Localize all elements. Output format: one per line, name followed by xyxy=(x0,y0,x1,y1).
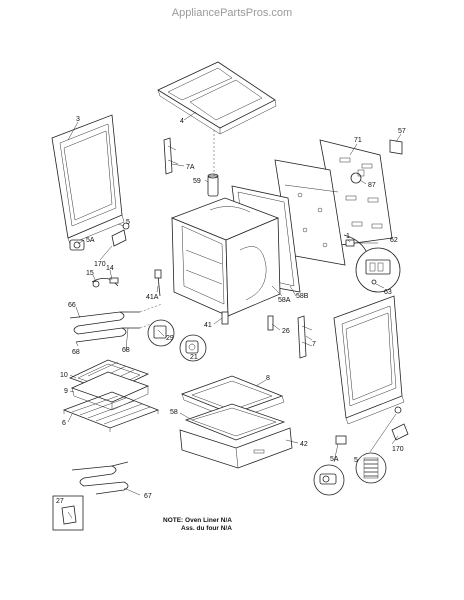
callout-87: 87 xyxy=(368,182,376,189)
callout-67: 67 xyxy=(144,493,152,500)
leader-lines xyxy=(67,111,402,496)
site-watermark: AppliancePartsPros.com xyxy=(172,7,292,19)
storage-drawer-58[interactable] xyxy=(184,403,286,441)
callout-6: 6 xyxy=(62,420,66,427)
main-cabinet-body[interactable] xyxy=(170,197,281,317)
part-41-clip[interactable] xyxy=(221,311,229,325)
callout-7a: 7A xyxy=(186,164,195,171)
detail-circle-21[interactable] xyxy=(179,334,207,362)
side-bracket-7[interactable] xyxy=(297,315,313,359)
terminal-block-detail-circle[interactable] xyxy=(355,247,401,293)
terminal-block-parts[interactable] xyxy=(345,239,378,247)
callout-1: 1 xyxy=(346,233,350,240)
callout-57: 57 xyxy=(398,128,406,135)
callout-5-bottom: 5 xyxy=(354,457,358,464)
label-plate-57[interactable] xyxy=(389,139,403,155)
broil-element-66[interactable] xyxy=(69,311,140,343)
callout-58b: 58B xyxy=(296,293,309,300)
callout-5a-top: 5A xyxy=(86,237,95,244)
gas-fitting-59[interactable] xyxy=(207,173,219,197)
callout-66: 66 xyxy=(68,302,76,309)
callout-8: 8 xyxy=(266,375,270,382)
callout-29: 29 xyxy=(166,335,174,342)
callout-170-bottom: 170 xyxy=(392,446,404,453)
note-line-2: Ass. du four N/A xyxy=(181,525,232,532)
detail-circle-5[interactable] xyxy=(355,452,387,484)
callout-14: 14 xyxy=(106,265,114,272)
callout-62: 62 xyxy=(390,237,398,244)
top-panel-part[interactable] xyxy=(157,61,277,135)
callout-58a: 58A xyxy=(278,297,291,304)
outer-door-panel-part[interactable] xyxy=(51,114,125,245)
callout-42: 42 xyxy=(300,441,308,448)
callout-58: 58 xyxy=(170,409,178,416)
callout-21: 21 xyxy=(190,354,198,361)
callout-5a-bottom: 5A xyxy=(330,456,339,463)
callout-63: 63 xyxy=(384,289,392,296)
callout-41a: 41A xyxy=(146,294,159,301)
part-26-clip[interactable] xyxy=(267,315,274,331)
hinge-right-parts[interactable] xyxy=(335,406,409,445)
bake-element-67[interactable] xyxy=(71,461,129,495)
note-line-1: NOTE: Oven Liner N/A xyxy=(163,517,232,524)
inner-door-panel-part[interactable] xyxy=(333,295,405,425)
callout-68-left: 68 xyxy=(72,349,80,356)
detail-box-27[interactable] xyxy=(52,495,84,531)
callout-15: 15 xyxy=(86,270,94,277)
callout-170-top: 170 xyxy=(94,261,106,268)
callout-3: 3 xyxy=(76,116,80,123)
callout-27: 27 xyxy=(56,498,64,505)
detail-circle-5a[interactable] xyxy=(313,464,345,496)
callout-4: 4 xyxy=(180,118,184,125)
callout-26: 26 xyxy=(282,328,290,335)
drawer-panel-42[interactable] xyxy=(179,427,293,469)
callout-5-top: 5 xyxy=(126,219,130,226)
callout-labels: 3 4 7A 71 57 59 87 5 5A 170 14 15 1 62 6… xyxy=(56,116,406,505)
callout-59: 59 xyxy=(193,178,201,185)
broil-element-connector[interactable] xyxy=(91,277,119,288)
callout-41: 41 xyxy=(204,322,212,329)
door-glass-frame-8[interactable] xyxy=(180,375,285,421)
callout-7: 7 xyxy=(312,341,316,348)
detail-circle-29[interactable] xyxy=(147,319,175,347)
callout-9: 9 xyxy=(64,388,68,395)
callout-10: 10 xyxy=(60,372,68,379)
side-bracket-7a[interactable] xyxy=(163,137,179,175)
callout-68-right: 68 xyxy=(122,347,130,354)
sensor-probe-41a[interactable] xyxy=(154,269,162,297)
oven-rack-6[interactable] xyxy=(62,391,160,432)
callout-71: 71 xyxy=(354,137,362,144)
